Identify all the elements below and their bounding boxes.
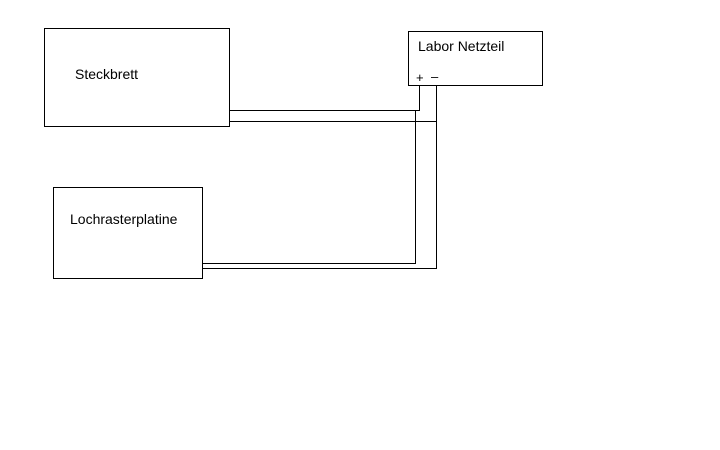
netzteil-node: Labor Netzteil + – — [408, 31, 543, 86]
wires — [202, 85, 437, 269]
steckbrett-node: Steckbrett — [44, 28, 230, 127]
wire-plus-steckbrett — [229, 85, 420, 111]
netzteil-minus-terminal: – — [431, 69, 439, 84]
wire-minus-lochrasterplatine — [202, 121, 437, 269]
lochrasterplatine-label: Lochrasterplatine — [70, 211, 178, 227]
netzteil-label: Labor Netzteil — [418, 38, 504, 54]
steckbrett-box — [44, 28, 230, 127]
netzteil-plus-terminal: + — [416, 70, 424, 85]
netzteil-box — [408, 31, 543, 86]
lochrasterplatine-box — [53, 187, 203, 279]
lochrasterplatine-node: Lochrasterplatine — [53, 187, 203, 279]
steckbrett-label: Steckbrett — [75, 66, 138, 82]
wire-plus-lochrasterplatine — [202, 110, 416, 264]
wire-minus-steckbrett — [229, 85, 437, 122]
